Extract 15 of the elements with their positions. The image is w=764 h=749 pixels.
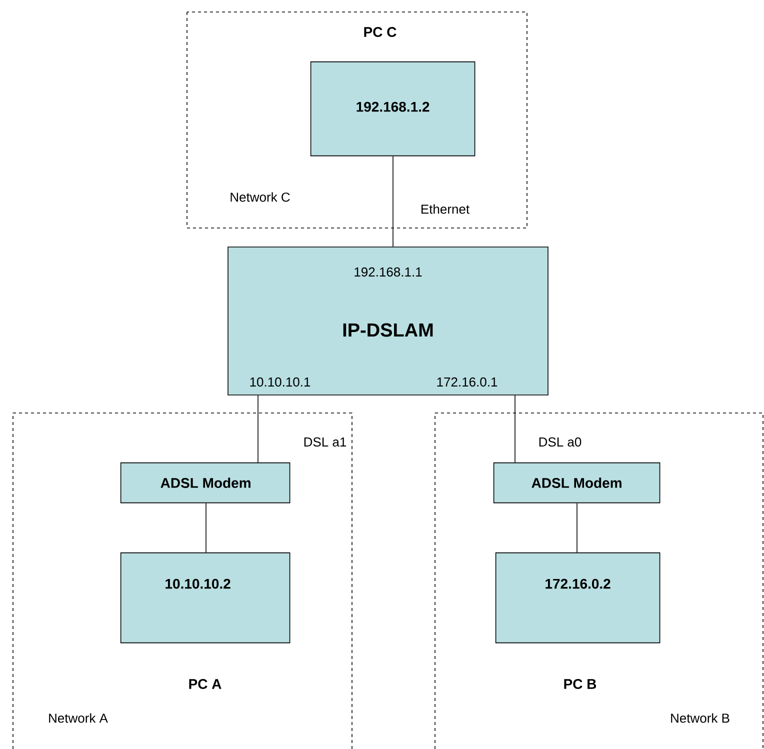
edge-label: DSL a0 <box>539 437 582 447</box>
connection-line <box>514 395 516 463</box>
dslam-box: 192.168.1.1 IP-DSLAM 10.10.10.1 172.16.0.1 <box>228 246 548 396</box>
connection-line <box>576 502 578 553</box>
device-box: 172.16.0.2 <box>495 552 660 644</box>
device-label: PC A <box>189 679 222 689</box>
device-box: 192.168.1.2 <box>310 61 476 156</box>
device-label: PC B <box>564 679 596 689</box>
connection-line <box>392 156 394 247</box>
device-box: ADSL Modem <box>493 462 660 504</box>
edge-label: DSL a1 <box>304 437 346 447</box>
edge-label: Ethernet <box>422 204 470 214</box>
device-box: 10.10.10.2 <box>120 552 290 644</box>
device-label: PC C <box>364 27 396 37</box>
device-box: ADSL Modem <box>120 462 290 504</box>
